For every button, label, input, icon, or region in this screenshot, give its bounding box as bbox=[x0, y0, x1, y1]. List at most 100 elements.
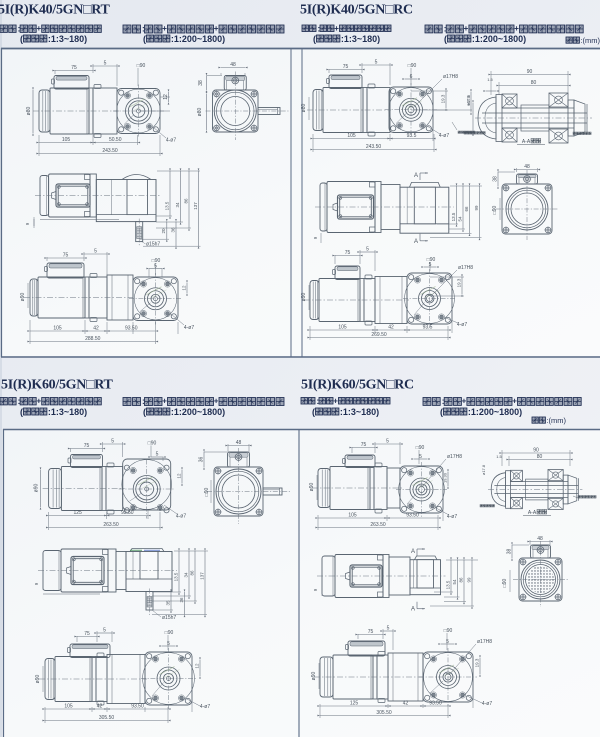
svg-text:93.5: 93.5 bbox=[407, 133, 417, 139]
svg-text:4-ø7: 4-ø7 bbox=[439, 133, 450, 139]
svg-text:93.5: 93.5 bbox=[423, 325, 433, 331]
svg-text:12: 12 bbox=[195, 663, 200, 669]
svg-text:5I(R)K60/5GN□RT: 5I(R)K60/5GN□RT bbox=[1, 378, 114, 393]
svg-text:5: 5 bbox=[375, 60, 378, 66]
svg-text:+: + bbox=[462, 397, 467, 406]
svg-text:34: 34 bbox=[184, 572, 189, 578]
svg-text:48: 48 bbox=[537, 536, 543, 542]
svg-text:5: 5 bbox=[387, 626, 390, 632]
svg-text:13.5: 13.5 bbox=[446, 580, 451, 589]
svg-text:75: 75 bbox=[63, 253, 69, 259]
svg-text:A: A bbox=[411, 549, 415, 555]
svg-text:+: + bbox=[334, 24, 339, 33]
svg-text:(: ( bbox=[313, 34, 316, 44]
svg-text:263.50: 263.50 bbox=[103, 522, 119, 528]
svg-text:ø15h7: ø15h7 bbox=[146, 242, 160, 248]
svg-text:5: 5 bbox=[429, 262, 432, 268]
svg-text:288.50: 288.50 bbox=[85, 336, 101, 342]
svg-text:5: 5 bbox=[111, 439, 114, 445]
svg-text:□90: □90 bbox=[408, 63, 417, 69]
svg-text:+: + bbox=[214, 397, 219, 406]
svg-text::(mm): :(mm) bbox=[580, 36, 600, 45]
svg-text:□90: □90 bbox=[137, 63, 146, 69]
svg-text:13.5: 13.5 bbox=[451, 212, 456, 221]
svg-text:ø90: ø90 bbox=[309, 482, 315, 491]
svg-text:(: ( bbox=[444, 34, 447, 44]
svg-text:86: 86 bbox=[459, 577, 464, 583]
svg-text:9: 9 bbox=[313, 236, 318, 239]
svg-text::: : bbox=[142, 397, 145, 406]
svg-text:5I(R)K60/5GN□RC: 5I(R)K60/5GN□RC bbox=[301, 378, 414, 393]
svg-text:+: + bbox=[162, 397, 167, 406]
svg-text:13.5: 13.5 bbox=[165, 201, 170, 210]
svg-text:90: 90 bbox=[527, 69, 533, 75]
svg-text:4-ø7: 4-ø7 bbox=[176, 514, 187, 520]
svg-text:4-ø7: 4-ø7 bbox=[200, 704, 211, 710]
svg-text:36: 36 bbox=[199, 457, 205, 463]
svg-text:66: 66 bbox=[464, 206, 469, 212]
svg-text:ø17H8: ø17H8 bbox=[447, 454, 462, 460]
svg-text:42: 42 bbox=[93, 326, 99, 332]
svg-text:12: 12 bbox=[177, 473, 182, 479]
svg-text:75: 75 bbox=[71, 65, 77, 71]
svg-text::1:200~1800): :1:200~1800) bbox=[171, 34, 225, 44]
svg-text:ø17H8: ø17H8 bbox=[458, 265, 473, 271]
svg-text:+: + bbox=[464, 24, 469, 33]
svg-text:75: 75 bbox=[368, 629, 374, 635]
svg-text:243.50: 243.50 bbox=[102, 148, 118, 154]
svg-text:75: 75 bbox=[84, 443, 90, 449]
svg-text:137: 137 bbox=[193, 202, 198, 210]
svg-text:4-ø7: 4-ø7 bbox=[457, 322, 468, 328]
svg-text:305.50: 305.50 bbox=[99, 715, 115, 721]
svg-text::: : bbox=[18, 25, 21, 34]
svg-text:36: 36 bbox=[179, 597, 184, 603]
svg-text::: : bbox=[18, 397, 21, 406]
svg-text:+: + bbox=[514, 24, 519, 33]
svg-text:+: + bbox=[333, 397, 338, 406]
svg-text:80: 80 bbox=[531, 80, 537, 86]
svg-text:5I(R)K40/5GN□RC: 5I(R)K40/5GN□RC bbox=[300, 3, 413, 18]
svg-text:93.50: 93.50 bbox=[131, 704, 144, 710]
svg-text:□90: □90 bbox=[165, 630, 174, 636]
svg-text:ø17.8: ø17.8 bbox=[481, 464, 486, 475]
svg-text:13.5: 13.5 bbox=[174, 572, 179, 581]
svg-text:9: 9 bbox=[34, 582, 39, 585]
svg-text:93.50: 93.50 bbox=[125, 326, 138, 332]
svg-text:(: ( bbox=[143, 407, 146, 417]
svg-text:□90: □90 bbox=[416, 445, 425, 451]
svg-text:54: 54 bbox=[452, 579, 457, 585]
svg-text:+: + bbox=[512, 397, 517, 406]
svg-text:42: 42 bbox=[97, 704, 103, 710]
svg-text:38: 38 bbox=[493, 176, 499, 182]
svg-text:48: 48 bbox=[236, 440, 242, 446]
svg-text::1:200~1800): :1:200~1800) bbox=[472, 34, 526, 44]
svg-text:5: 5 bbox=[104, 61, 107, 67]
svg-text:9: 9 bbox=[313, 588, 318, 591]
svg-text:□90: □90 bbox=[152, 258, 161, 264]
svg-text:105: 105 bbox=[347, 133, 356, 139]
svg-text:20: 20 bbox=[161, 228, 166, 234]
svg-text:□90: □90 bbox=[444, 628, 453, 634]
svg-text:75: 75 bbox=[345, 250, 351, 256]
svg-text:5: 5 bbox=[167, 641, 170, 647]
svg-text:(: ( bbox=[20, 407, 23, 417]
svg-text:48: 48 bbox=[524, 164, 530, 170]
svg-text:ø90: ø90 bbox=[301, 292, 307, 301]
svg-text:+: + bbox=[36, 397, 41, 406]
svg-text:9: 9 bbox=[25, 222, 30, 225]
svg-text:4-ø7: 4-ø7 bbox=[482, 701, 493, 707]
svg-text:5I(R)K40/5GN□RT: 5I(R)K40/5GN□RT bbox=[0, 3, 111, 18]
svg-text:A: A bbox=[414, 239, 418, 245]
svg-text:□90: □90 bbox=[204, 487, 210, 496]
svg-text:ø17.8: ø17.8 bbox=[466, 95, 471, 106]
svg-text:50.50: 50.50 bbox=[109, 137, 122, 143]
svg-text:75: 75 bbox=[361, 442, 367, 448]
svg-text:86: 86 bbox=[190, 570, 195, 576]
svg-text:1.5: 1.5 bbox=[496, 454, 502, 459]
svg-text:80: 80 bbox=[537, 454, 543, 460]
svg-text:93.50: 93.50 bbox=[121, 510, 134, 516]
svg-text:5: 5 bbox=[419, 454, 422, 460]
svg-text:5: 5 bbox=[366, 247, 369, 253]
svg-text:125: 125 bbox=[73, 510, 82, 516]
svg-text:5: 5 bbox=[386, 439, 389, 445]
